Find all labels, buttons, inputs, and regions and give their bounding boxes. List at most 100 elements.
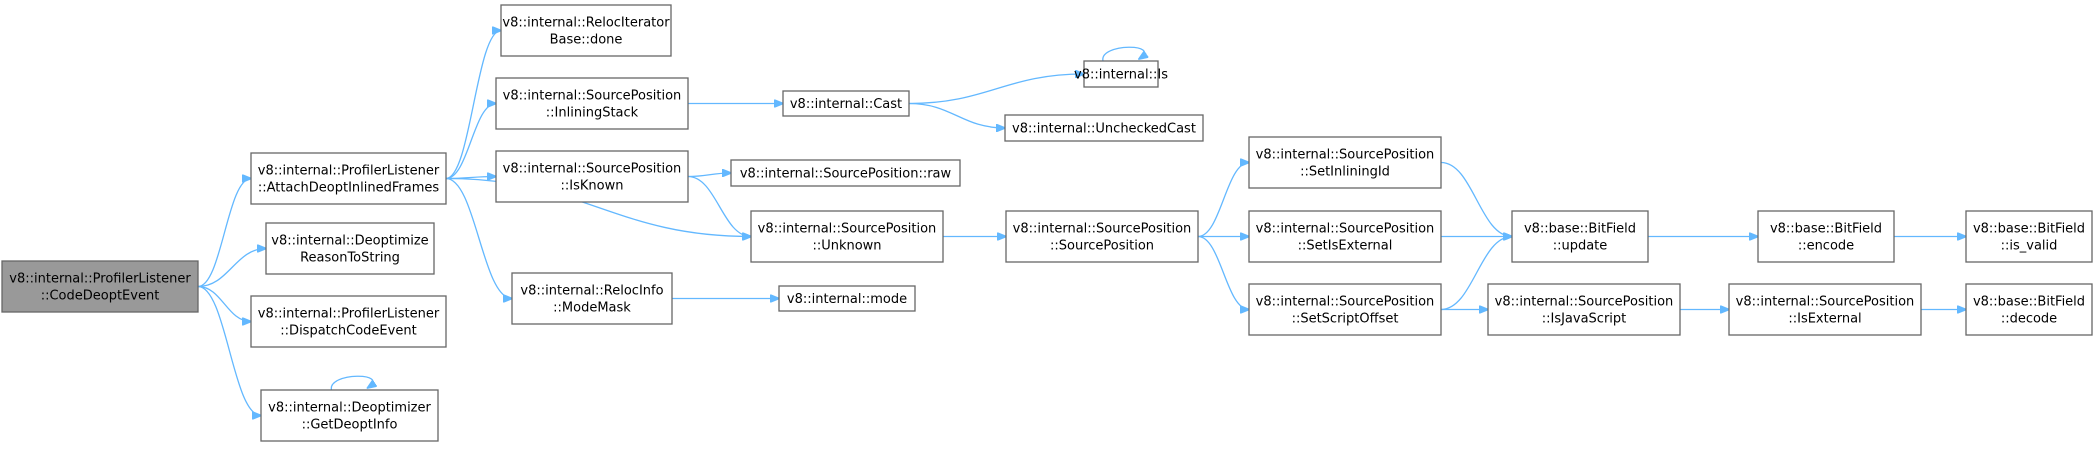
node-box — [1083, 60, 1159, 88]
edge-codedeopt-to-dispatch — [197, 285, 251, 322]
node-label-line: v8::internal::SourcePosition::raw — [740, 167, 952, 182]
node-box — [511, 272, 673, 325]
node-box — [750, 210, 944, 263]
node-label-line: ::IsExternal — [1788, 312, 1861, 327]
edge-setinliningid-to-bitupdate — [1440, 161, 1512, 237]
node-box — [1248, 136, 1442, 189]
node-label-line: v8::internal::SourcePosition — [1256, 148, 1435, 163]
edge-setscriptoffset-to-bitupdate — [1440, 237, 1512, 311]
nodes-layer: v8::internal::ProfilerListener::CodeDeop… — [1, 4, 2093, 442]
edge-attach-to-unknown — [445, 177, 751, 237]
node-isknown[interactable]: v8::internal::SourcePosition::IsKnown — [495, 150, 689, 203]
node-label-line: ::DispatchCodeEvent — [280, 324, 416, 339]
node-box — [1487, 283, 1681, 336]
node-label-line: ::SetInliningId — [1300, 165, 1390, 180]
edge-codedeopt-to-attach — [197, 179, 251, 288]
node-box — [265, 222, 435, 275]
node-label-line: ::encode — [1798, 239, 1854, 254]
node-bitupdate[interactable]: v8::base::BitField::update — [1511, 210, 1649, 263]
edge-codedeopt-to-getdeoptinfo — [197, 285, 261, 416]
node-label-line: ::GetDeoptInfo — [302, 418, 398, 433]
node-label-line: ::AttachDeoptInlinedFrames — [258, 181, 440, 196]
node-label-line: ::IsJavaScript — [1542, 312, 1627, 327]
node-box — [1, 260, 199, 313]
node-mode[interactable]: v8::internal::mode — [778, 285, 916, 312]
node-box — [1965, 210, 2093, 263]
node-box — [250, 152, 447, 205]
node-setscriptoffset[interactable]: v8::internal::SourcePosition::SetScriptO… — [1248, 283, 1442, 336]
node-attach[interactable]: v8::internal::ProfilerListener::AttachDe… — [250, 152, 447, 205]
node-label-line: Base::done — [550, 33, 623, 48]
node-label-line: v8::internal::ProfilerListener — [258, 164, 440, 179]
node-inliningstack[interactable]: v8::internal::SourcePosition::InliningSt… — [495, 77, 689, 130]
node-isjavascript[interactable]: v8::internal::SourcePosition::IsJavaScri… — [1487, 283, 1681, 336]
node-cast[interactable]: v8::internal::Cast — [782, 90, 910, 117]
node-label-line: v8::internal::SourcePosition — [758, 222, 937, 237]
node-getdeoptinfo[interactable]: v8::internal::Deoptimizer::GetDeoptInfo — [260, 389, 439, 442]
node-label-line: ::SourcePosition — [1050, 239, 1154, 254]
node-label-line: v8::internal::UncheckedCast — [1012, 122, 1196, 137]
node-encode[interactable]: v8::base::BitField::encode — [1757, 210, 1895, 263]
node-label-line: v8::internal::Deoptimizer — [268, 401, 431, 416]
node-is[interactable]: v8::internal::Is — [1074, 60, 1168, 88]
node-label-line: v8::internal::Cast — [790, 97, 902, 112]
node-label-line: v8::internal::RelocInfo — [520, 284, 663, 299]
edge-isknown-to-raw — [687, 173, 731, 178]
node-box — [495, 150, 689, 203]
edge-is-to-is — [1102, 46, 1145, 62]
node-codedeopt[interactable]: v8::internal::ProfilerListener::CodeDeop… — [1, 260, 199, 313]
node-box — [1728, 283, 1922, 336]
node-label-line: v8::base::BitField — [1524, 222, 1636, 237]
node-label-line: v8::internal::RelocIterator — [502, 16, 670, 31]
node-setinliningid[interactable]: v8::internal::SourcePosition::SetInlinin… — [1248, 136, 1442, 189]
node-label-line: ::ModeMask — [553, 301, 631, 316]
node-uncheckedcast[interactable]: v8::internal::UncheckedCast — [1004, 114, 1204, 142]
node-unknown[interactable]: v8::internal::SourcePosition::Unknown — [750, 210, 944, 263]
node-box — [782, 90, 910, 117]
node-label-line: ReasonToString — [300, 251, 400, 266]
node-label-line: v8::internal::SourcePosition — [503, 89, 682, 104]
node-label-line: ::Unknown — [812, 239, 881, 254]
node-box — [1965, 283, 2093, 336]
node-decode[interactable]: v8::base::BitField::decode — [1965, 283, 2093, 336]
node-box — [260, 389, 439, 442]
node-box — [495, 77, 689, 130]
node-label-line: v8::base::BitField — [1770, 222, 1882, 237]
node-label-line: v8::internal::SourcePosition — [1256, 295, 1435, 310]
node-label-line: v8::internal::Deoptimize — [271, 234, 428, 249]
node-label-line: v8::internal::ProfilerListener — [9, 272, 191, 287]
edge-attach-to-relocdone — [445, 31, 501, 180]
node-label-line: ::CodeDeoptEvent — [41, 289, 160, 304]
node-label-line: ::SetScriptOffset — [1292, 312, 1399, 327]
node-label-line: ::decode — [2001, 312, 2057, 327]
edge-isknown-to-unknown — [687, 175, 751, 237]
node-raw[interactable]: v8::internal::SourcePosition::raw — [730, 159, 961, 187]
node-label-line: v8::base::BitField — [1973, 222, 2085, 237]
node-setisexternal[interactable]: v8::internal::SourcePosition::SetIsExter… — [1248, 210, 1442, 263]
edge-codedeopt-to-deoptreason — [197, 249, 266, 288]
edge-cast-to-is — [908, 74, 1084, 105]
node-box — [778, 285, 916, 312]
node-modemask[interactable]: v8::internal::RelocInfo::ModeMask — [511, 272, 673, 325]
edge-getdeoptinfo-to-getdeoptinfo — [330, 375, 373, 391]
node-isvalid[interactable]: v8::base::BitField::is_valid — [1965, 210, 2093, 263]
node-label-line: v8::internal::ProfilerListener — [258, 307, 440, 322]
node-box — [500, 4, 672, 57]
node-label-line: v8::base::BitField — [1973, 295, 2085, 310]
node-label-line: ::update — [1553, 239, 1608, 254]
edge-sourceposition-to-setinliningid — [1197, 163, 1249, 238]
node-label-line: v8::internal::SourcePosition — [1256, 222, 1435, 237]
node-box — [1757, 210, 1895, 263]
node-label-line: v8::internal::SourcePosition — [1013, 222, 1192, 237]
edge-sourceposition-to-setscriptoffset — [1197, 235, 1249, 310]
node-sourceposition[interactable]: v8::internal::SourcePosition::SourcePosi… — [1005, 210, 1199, 263]
node-dispatch[interactable]: v8::internal::ProfilerListener::Dispatch… — [250, 295, 447, 348]
node-label-line: v8::internal::mode — [787, 292, 907, 307]
edges-layer — [197, 31, 1966, 416]
node-label-line: v8::internal::Is — [1074, 68, 1168, 83]
node-isexternal[interactable]: v8::internal::SourcePosition::IsExternal — [1728, 283, 1922, 336]
node-box — [1005, 210, 1199, 263]
edge-cast-to-uncheckedcast — [908, 102, 1005, 129]
